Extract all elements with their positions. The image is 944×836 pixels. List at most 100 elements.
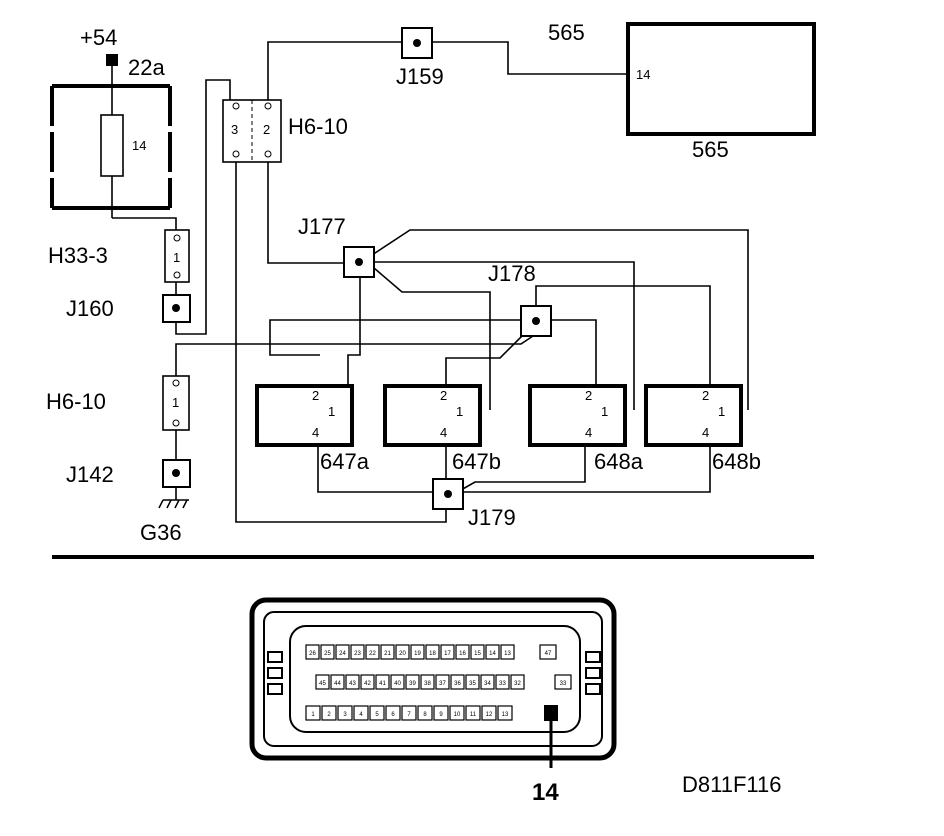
ecu-pin-cell (449, 705, 465, 721)
ecu-pin-number: 7 (407, 712, 411, 718)
ecu-pin-cell (410, 644, 425, 660)
ecu-pin-cell (405, 674, 420, 690)
h6-10-socket (264, 150, 272, 158)
supply-terminal-label: 22a (128, 55, 165, 80)
ecu-pin-cell (315, 674, 330, 690)
ecu-pin-number: 47 (545, 651, 552, 657)
ecu-pin-cell (320, 644, 335, 660)
injector-647a-label: 647a (320, 449, 370, 474)
injector-pin: 4 (702, 425, 709, 440)
ecu-highlight-label: 14 (532, 779, 559, 806)
injector-pin: 2 (585, 388, 592, 403)
wire-j178-647b-pin2 (445, 329, 529, 386)
h6-10-pin-3: 3 (231, 122, 238, 137)
fuse-element (100, 114, 124, 177)
ecu-pin-number: 20 (399, 651, 406, 657)
ecu-pin-cell (465, 674, 480, 690)
j179-label: J179 (468, 505, 516, 530)
wire-j178-647a-pin2 (269, 319, 521, 356)
ecu-pin-cell (465, 705, 481, 721)
h33-3-label: H33-3 (48, 243, 108, 268)
ecu-pin-number: 11 (470, 712, 477, 718)
fuse-number: 14 (132, 138, 146, 153)
ecu-pin-cell (417, 705, 433, 721)
ecu-pin-cell (321, 705, 337, 721)
ecu-pin-number: 41 (379, 681, 386, 687)
ecu-pin-number: 33 (499, 681, 506, 687)
ecu-pin-number: 21 (384, 651, 391, 657)
ecu-pin-cell (485, 644, 500, 660)
ecu-pin-cell (345, 674, 360, 690)
ecu-pin-cell (480, 674, 495, 690)
h6-10-pin-2: 2 (263, 122, 270, 137)
j160-label: J160 (66, 296, 114, 321)
ecu-pin-number: 18 (429, 651, 436, 657)
ecu-pin-cell (481, 705, 497, 721)
injector-648a: 2 1 4 (528, 384, 627, 447)
ecu-pin-number: 26 (309, 651, 316, 657)
ecu-pin-cell (425, 644, 440, 660)
injector-pin: 4 (585, 425, 592, 440)
ecu-pin-cell (353, 705, 369, 721)
ecu-pin-cell (335, 644, 350, 660)
control-unit-code-bottom: 565 (692, 137, 729, 162)
j142-label: J142 (66, 462, 114, 487)
injector-pin: 4 (312, 425, 319, 440)
wire-647a-j179 (317, 445, 433, 493)
injector-647b-label: 647b (452, 449, 501, 474)
ecu-pin-cell (350, 644, 365, 660)
ecu-pin-cell (390, 674, 405, 690)
ecu-pin-number: 44 (334, 681, 341, 687)
ecu-pin-number: 33 (560, 681, 567, 687)
injector-pin: 2 (440, 388, 447, 403)
ecu-pin-cell (433, 705, 449, 721)
ecu-pin-cell (495, 674, 510, 690)
ground-label: G36 (140, 520, 182, 545)
ecu-pin-number: 17 (444, 651, 451, 657)
ecu-pin-number: 32 (514, 681, 521, 687)
injector-pin: 2 (312, 388, 319, 403)
control-unit-pin: 14 (636, 67, 650, 82)
ecu-pin-cell (435, 674, 450, 690)
ecu-pin-cell (500, 644, 515, 660)
h6-10-top-label: H6-10 (288, 114, 348, 139)
wire-h610-j179 (235, 160, 447, 523)
j159-dot (413, 39, 421, 47)
ecu-pin-cell (305, 644, 320, 660)
supply-terminal (106, 54, 118, 66)
wire-648a-j179 (460, 445, 586, 491)
ecu-pin-number: 22 (369, 651, 376, 657)
ecu-pin-number: 19 (414, 651, 421, 657)
injector-647a: 2 1 4 (255, 384, 354, 447)
h6-10-lower-label: H6-10 (46, 389, 106, 414)
ecu-pin-number: 39 (409, 681, 416, 687)
ecu-pin-cell (385, 705, 401, 721)
injector-648a-label: 648a (594, 449, 644, 474)
h33-3-socket-top (173, 234, 181, 242)
ecu-pin-cell (365, 644, 380, 660)
wire-j160-h610 (175, 79, 231, 335)
injector-pin: 2 (702, 388, 709, 403)
wire-h610-j159 (267, 41, 402, 102)
j159-label: J159 (396, 64, 444, 89)
h6-10-lower-pin: 1 (172, 395, 179, 410)
j178-label: J178 (488, 261, 536, 286)
ecu-pin-number: 40 (394, 681, 401, 687)
ecu-pin-number: 3 (343, 712, 347, 718)
ecu-pin-cell (470, 644, 485, 660)
injector-pin: 1 (328, 404, 335, 419)
ecu-pin-cell (455, 644, 470, 660)
ecu-pin-number: 13 (504, 651, 511, 657)
supply-voltage: +54 (80, 25, 117, 50)
wire-h610-j177 (267, 160, 344, 264)
h33-3-socket-bottom (173, 271, 181, 279)
h6-10-socket (264, 102, 272, 110)
ecu-pin-number: 16 (459, 651, 466, 657)
ground-icon (158, 499, 189, 509)
ecu-pin-cell (420, 674, 435, 690)
ecu-pin-number: 35 (469, 681, 476, 687)
ecu-pin-number: 23 (354, 651, 361, 657)
injector-647b: 2 1 4 (383, 384, 482, 447)
